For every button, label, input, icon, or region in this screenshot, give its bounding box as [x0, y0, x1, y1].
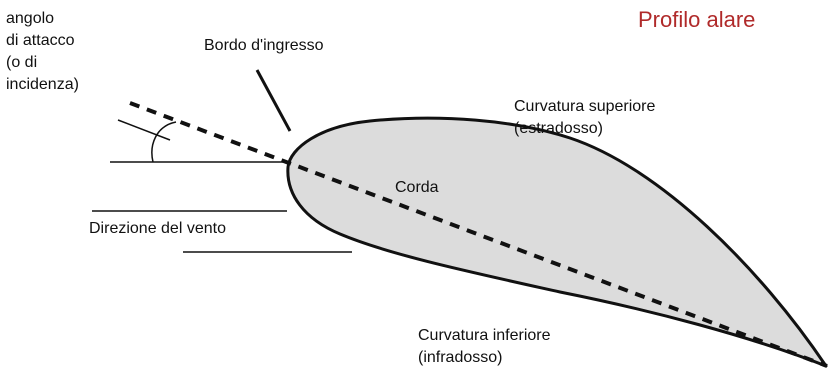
upper-camber-label-line: Curvatura superiore: [514, 98, 656, 115]
angle-of-attack-label-line: angolo: [6, 10, 55, 27]
lower-camber-label: Curvatura inferiore (infradosso): [418, 325, 551, 369]
angle-of-attack-label: angolo di attacco (o di incidenza): [6, 8, 79, 96]
lower-camber-label-line: (infradosso): [418, 349, 503, 366]
chord-label: Corda: [395, 179, 439, 196]
angle-of-attack-label-line: (o di: [6, 54, 38, 71]
angle-of-attack-label-line: di attacco: [6, 32, 75, 49]
upper-camber-label: Curvatura superiore (estradosso): [514, 96, 655, 140]
angle-arc: [151, 121, 177, 163]
lower-camber-label-line: Curvatura inferiore: [418, 327, 551, 344]
upper-camber-label-line: (estradosso): [514, 120, 603, 137]
diagram-title: Profilo alare: [638, 7, 756, 32]
wind-direction-label: Direzione del vento: [89, 220, 226, 237]
angle-label-pointer: [117, 119, 171, 141]
airfoil-shape: [286, 116, 828, 368]
chord-line: [129, 101, 828, 368]
leading-edge-pointer: [255, 69, 292, 132]
leading-edge-label: Bordo d'ingresso: [204, 37, 324, 54]
angle-of-attack-label-line: incidenza): [6, 76, 79, 93]
